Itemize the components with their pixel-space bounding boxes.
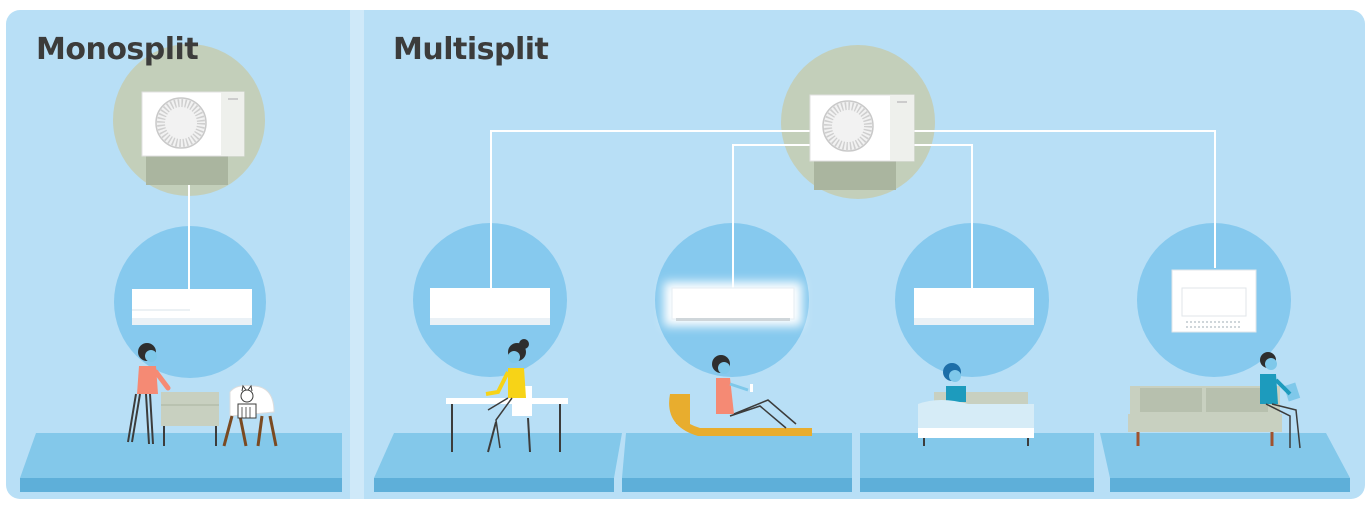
multisplit-title: Multisplit	[393, 32, 548, 67]
indoor-wall-unit-icon	[132, 289, 252, 325]
indoor-floor-console-icon	[1172, 270, 1256, 332]
indoor-wall-unit-icon	[430, 288, 550, 325]
multi-floor-2	[622, 433, 852, 492]
multi-floor-3	[860, 433, 1094, 492]
monosplit-title: Monosplit	[36, 32, 198, 67]
indoor-wall-unit-icon	[914, 288, 1034, 325]
indoor-wall-unit-active-icon	[664, 282, 802, 326]
mono-floor	[20, 433, 342, 492]
multi-floor-1	[374, 433, 622, 492]
